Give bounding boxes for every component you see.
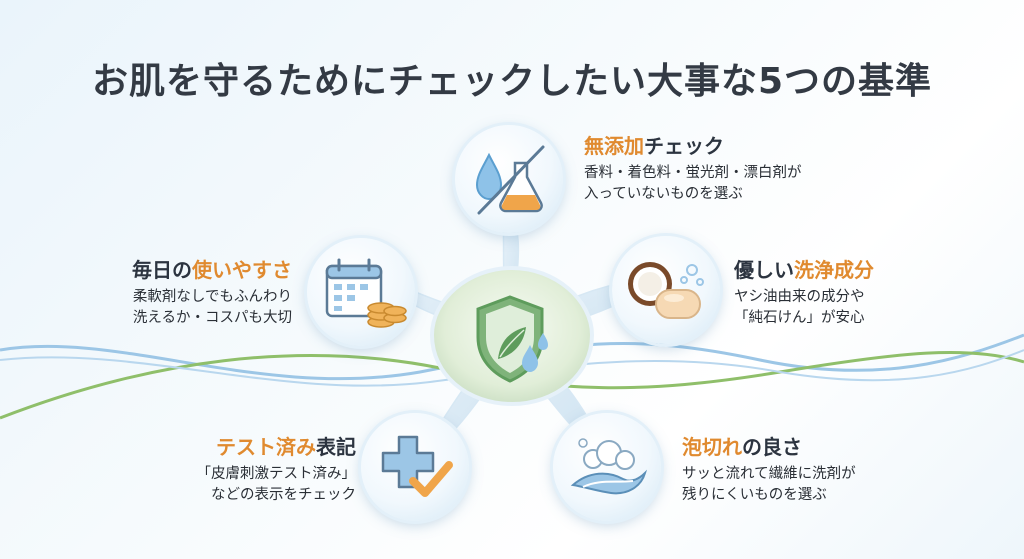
page-title: お肌を守るためにチェックしたい大事な5つの基準 bbox=[91, 61, 933, 102]
criterion-heading: 優しい洗浄成分 bbox=[734, 257, 874, 283]
criterion-heading: テスト済み表記 bbox=[174, 434, 356, 460]
node-additive-free bbox=[455, 125, 563, 233]
heading-accent: テスト済み bbox=[216, 435, 316, 459]
node-rinse bbox=[553, 413, 661, 521]
heading-rest: 表記 bbox=[316, 435, 356, 459]
criterion-description: ヤシ油由来の成分や 「純石けん」が安心 bbox=[734, 289, 865, 326]
cross-check-icon bbox=[381, 435, 453, 497]
foam-wave-icon bbox=[570, 438, 648, 495]
heading-accent: 使いやすさ bbox=[192, 258, 292, 282]
shield-leaf-icon bbox=[476, 295, 548, 383]
criterion-description: 柔軟剤なしでもふんわり 洗えるか・コスパも大切 bbox=[132, 289, 292, 326]
criterion-ease-of-use: 毎日の使いやすさ 柔軟剤なしでもふんわり 洗えるか・コスパも大切 bbox=[82, 257, 292, 329]
criterion-rinse: 泡切れの良さ サッと流れて繊維に洗剤が 残りにくいものを選ぶ bbox=[682, 434, 856, 506]
criterion-description: 「皮膚刺激テスト済み」 などの表示をチェック bbox=[196, 466, 357, 503]
criterion-additive-free: 無添加チェック 香料・着色料・蛍光剤・漂白剤が 入っていないものを選ぶ bbox=[584, 133, 802, 205]
hub-center bbox=[430, 267, 593, 404]
heading-accent: 泡切れ bbox=[682, 435, 742, 459]
node-ease-of-use bbox=[307, 238, 415, 346]
node-skin-test bbox=[361, 413, 469, 521]
criterion-description: サッと流れて繊維に洗剤が 残りにくいものを選ぶ bbox=[682, 466, 856, 503]
heading-accent: 洗浄成分 bbox=[794, 258, 874, 282]
heading-rest: チェック bbox=[644, 134, 724, 158]
calendar-coins-icon bbox=[325, 258, 407, 328]
criterion-heading: 無添加チェック bbox=[584, 133, 802, 159]
criterion-skin-test: テスト済み表記 「皮膚刺激テスト済み」 などの表示をチェック bbox=[174, 434, 357, 506]
criterion-description: 香料・着色料・蛍光剤・漂白剤が 入っていないものを選ぶ bbox=[584, 165, 802, 202]
heading-pre: 毎日の bbox=[132, 258, 192, 282]
criterion-heading: 毎日の使いやすさ bbox=[82, 257, 292, 283]
node-gentle-cleanser bbox=[612, 236, 720, 344]
heading-accent: 無添加 bbox=[584, 134, 644, 158]
heading-pre: 優しい bbox=[734, 258, 794, 282]
coconut-soap-icon bbox=[628, 262, 704, 319]
no-additive-flask-icon bbox=[475, 145, 545, 215]
criterion-gentle-cleanser: 優しい洗浄成分 ヤシ油由来の成分や 「純石けん」が安心 bbox=[734, 257, 874, 329]
criterion-heading: 泡切れの良さ bbox=[682, 434, 856, 460]
heading-rest: の良さ bbox=[742, 435, 802, 459]
